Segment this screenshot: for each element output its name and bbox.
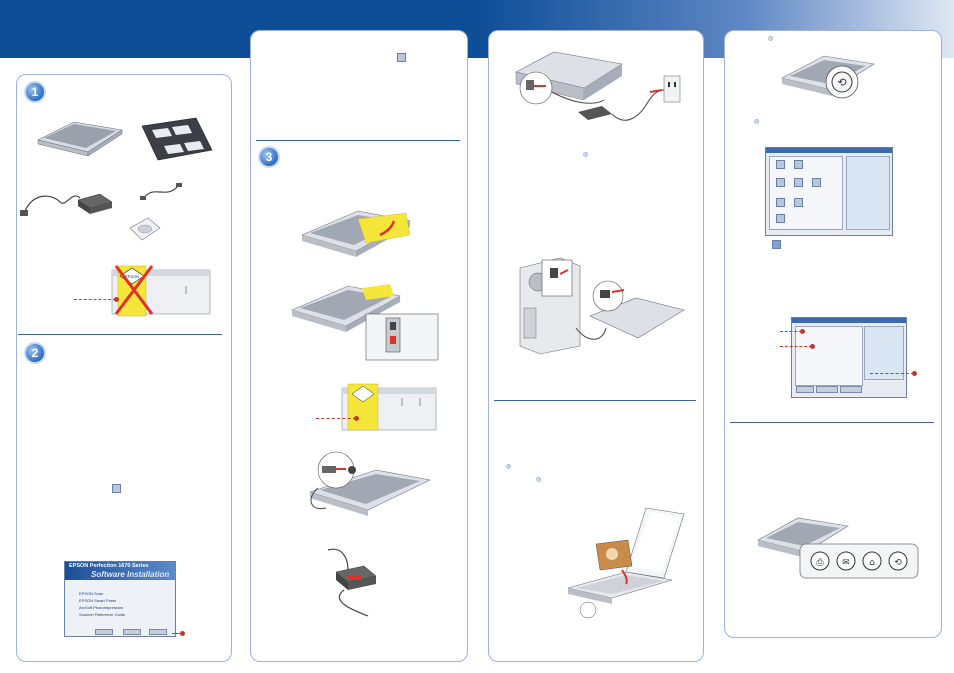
remove-packaging-illustration: EPSON — [111, 265, 211, 317]
place-document-illustration — [567, 507, 685, 619]
svg-text:✉: ✉ — [842, 558, 850, 568]
power-symbol-icon: ◎ — [754, 119, 760, 125]
cd-drive-icon — [112, 484, 121, 493]
app-icon[interactable] — [794, 178, 803, 187]
power-symbol-icon: ◎ — [583, 152, 589, 158]
power-symbol-icon: ◎ — [506, 464, 512, 470]
svg-text:⟲: ⟲ — [894, 558, 902, 568]
packaging-label: EPSON — [125, 274, 139, 279]
ac-adapter-illustration — [327, 548, 377, 617]
installer-button[interactable] — [123, 629, 141, 635]
step-2-badge: 2 — [24, 342, 46, 364]
callout-leader — [780, 329, 805, 334]
step-1-badge: 1 — [24, 81, 46, 103]
section-divider — [256, 140, 460, 141]
section-divider — [730, 422, 934, 423]
callout-leader — [870, 371, 917, 376]
scan-help-area — [864, 326, 904, 380]
smart-panel-window — [765, 147, 893, 236]
app-icon[interactable] — [776, 214, 785, 223]
svg-text:⌂: ⌂ — [869, 558, 875, 568]
installer-button[interactable] — [149, 629, 167, 635]
installer-option[interactable]: EPSON Scan — [79, 591, 104, 596]
svg-text:⟲: ⟲ — [837, 76, 846, 89]
svg-text:⎙: ⎙ — [816, 558, 824, 568]
callout-leader — [74, 297, 119, 302]
app-icon[interactable] — [776, 198, 785, 207]
remove-tape-illustration — [301, 210, 411, 257]
installer-header — [65, 562, 175, 580]
app-icon[interactable] — [812, 178, 821, 187]
app-icon[interactable] — [794, 160, 803, 169]
callout-leader — [172, 631, 185, 636]
power-adapter-illustration — [20, 193, 113, 216]
connect-usb-illustration — [519, 257, 685, 355]
installer-title: EPSON Perfection 1670 Series — [69, 563, 149, 569]
app-icon[interactable] — [776, 178, 785, 187]
film-holder-illustration — [141, 117, 213, 161]
installer-button[interactable] — [95, 629, 113, 635]
step-3-badge: 3 — [258, 146, 280, 168]
scan-button[interactable] — [796, 386, 814, 393]
installer-window: EPSON Perfection 1670 Series Software In… — [64, 561, 176, 637]
usb-cable-illustration — [140, 183, 182, 200]
connect-power-illustration — [309, 451, 431, 516]
section-divider — [18, 334, 222, 335]
callout-leader — [316, 416, 359, 421]
cd-rom-illustration — [129, 217, 161, 241]
installer-option[interactable]: ArcSoft PhotoImpression — [79, 605, 124, 610]
installer-option[interactable]: EPSON Smart Panel — [79, 598, 117, 603]
scanner-illustration — [37, 121, 123, 157]
app-icon[interactable] — [794, 198, 803, 207]
smart-panel-icon — [772, 240, 781, 249]
power-symbol-icon: ◎ — [768, 36, 774, 42]
transport-lock-illustration — [291, 284, 439, 361]
smart-panel-help — [846, 156, 890, 230]
app-icon[interactable] — [776, 160, 785, 169]
installer-option[interactable]: Scanner Reference Guide — [79, 612, 126, 617]
callout-leader — [780, 344, 815, 349]
cd-drive-icon — [397, 53, 406, 62]
installer-subtitle: Software Installation — [91, 570, 170, 579]
tape-removed-illustration — [341, 383, 437, 431]
epson-scan-window — [791, 317, 907, 398]
power-outlet-illustration — [515, 51, 681, 121]
scan-button[interactable] — [840, 386, 862, 393]
scan-button[interactable] — [816, 386, 838, 393]
section-divider — [494, 400, 696, 401]
power-symbol-icon: ◎ — [536, 477, 542, 483]
start-button-illustration: ⟲ — [781, 55, 875, 99]
scan-settings-area — [795, 326, 863, 386]
scanner-buttons-illustration: ⎙ ✉ ⌂ ⟲ — [757, 517, 919, 579]
